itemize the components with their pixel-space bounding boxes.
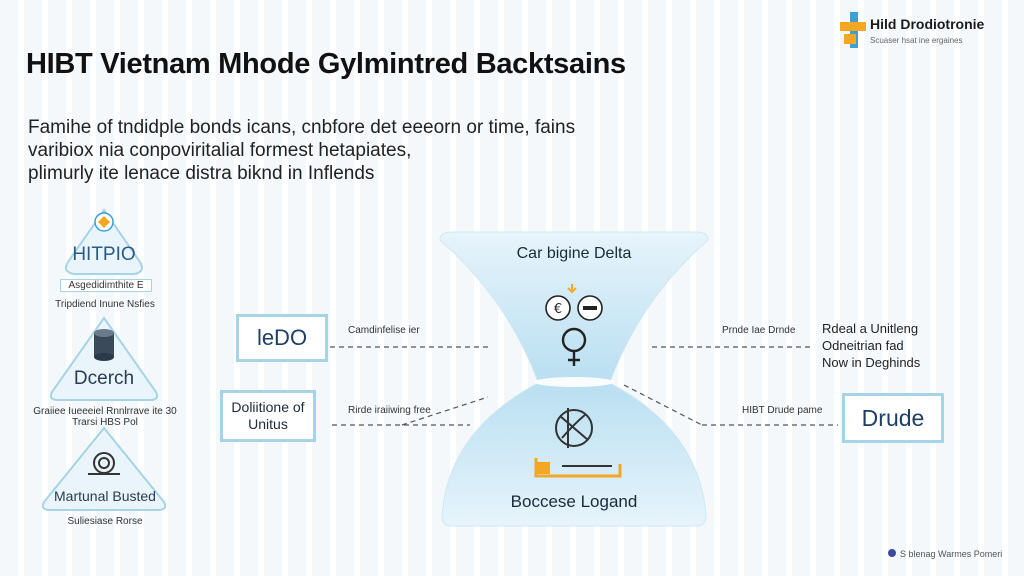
center-top-title: Car bigine Delta (516, 245, 632, 262)
gender-icon (561, 327, 587, 366)
drude-box: Drude (842, 393, 944, 443)
left-item-1-label: HITPIO (72, 244, 136, 265)
footer-text: S blenag Warmes Pomeri (900, 549, 1003, 559)
definition-box: Doliitione of Unitus (220, 390, 316, 442)
connector-label: Rirde iraiiwing free (348, 405, 431, 416)
center-bottom-icons (534, 408, 622, 478)
description-line: varibiox nia conpoviritalial formest het… (28, 140, 412, 161)
brain-icon (555, 408, 593, 448)
page-title: HIBT Vietnam Mhode Gylmintred Backtsains (26, 48, 626, 80)
caption-line: Graiiee Iueeeiel Rnnlrrave ite 30 (33, 406, 177, 417)
connector-line (623, 384, 703, 426)
description-line: Famihe of tndidple bonds icans, cnbfore … (28, 117, 576, 138)
note-line: Now in Deghinds (822, 355, 921, 370)
brand-name: Hild Drodiotronie (870, 16, 985, 32)
connector-label: Prnde Iae Drnde (722, 325, 796, 336)
center-lower-shape (441, 381, 707, 527)
center-top-icons: € (545, 284, 603, 366)
brand-logo-icon (840, 12, 866, 48)
ledo-box: leDO (236, 314, 328, 362)
right-note: Rdeal a Unitleng Odneitrian fad Now in D… (822, 320, 920, 371)
page-description: Famihe of tndidple bonds icans, cnbfore … (28, 116, 575, 185)
caption-line: Trarsi HBS Pol (72, 417, 138, 428)
connector-label: HIBT Drude pame (742, 405, 823, 416)
connector-label: Camdinfelise ier (348, 325, 420, 336)
svg-text:€: € (554, 302, 562, 317)
center-upper-shape (439, 231, 709, 383)
snail-icon (88, 452, 120, 475)
footer-dot-icon (888, 549, 896, 557)
left-item-1-sublabel: Asgedidimthite E (60, 279, 152, 292)
left-item-1-caption: Tripdiend Inune Nsfies (55, 299, 155, 310)
box-line: Doliitione of (231, 399, 305, 415)
left-item-2-label: Dcerch (73, 368, 135, 389)
euro-icon: € (545, 295, 571, 321)
description-line: plimurly ite lenace distra biknd in Infl… (28, 163, 375, 184)
note-line: Odneitrian fad (822, 338, 904, 353)
left-item-3-caption: Suliesiase Rorse (67, 516, 143, 527)
connector-line (401, 396, 489, 426)
brand-subtitle: Scuaser hsat ine ergaines (870, 36, 963, 45)
left-shape-1 (65, 208, 143, 275)
left-item-3-label: Martunal Busted (54, 488, 156, 504)
center-bottom-title: Boccese Logand (510, 492, 638, 511)
left-item-2-caption: Graiiee Iueeeiel Rnnlrrave ite 30 Trarsi… (22, 406, 188, 428)
note-line: Rdeal a Unitleng (822, 321, 919, 336)
box-line: Unitus (248, 416, 288, 432)
cylinder-icon (94, 329, 114, 361)
minus-icon (577, 295, 603, 321)
shield-badge-icon (94, 212, 114, 232)
bracket-icon (534, 458, 622, 478)
